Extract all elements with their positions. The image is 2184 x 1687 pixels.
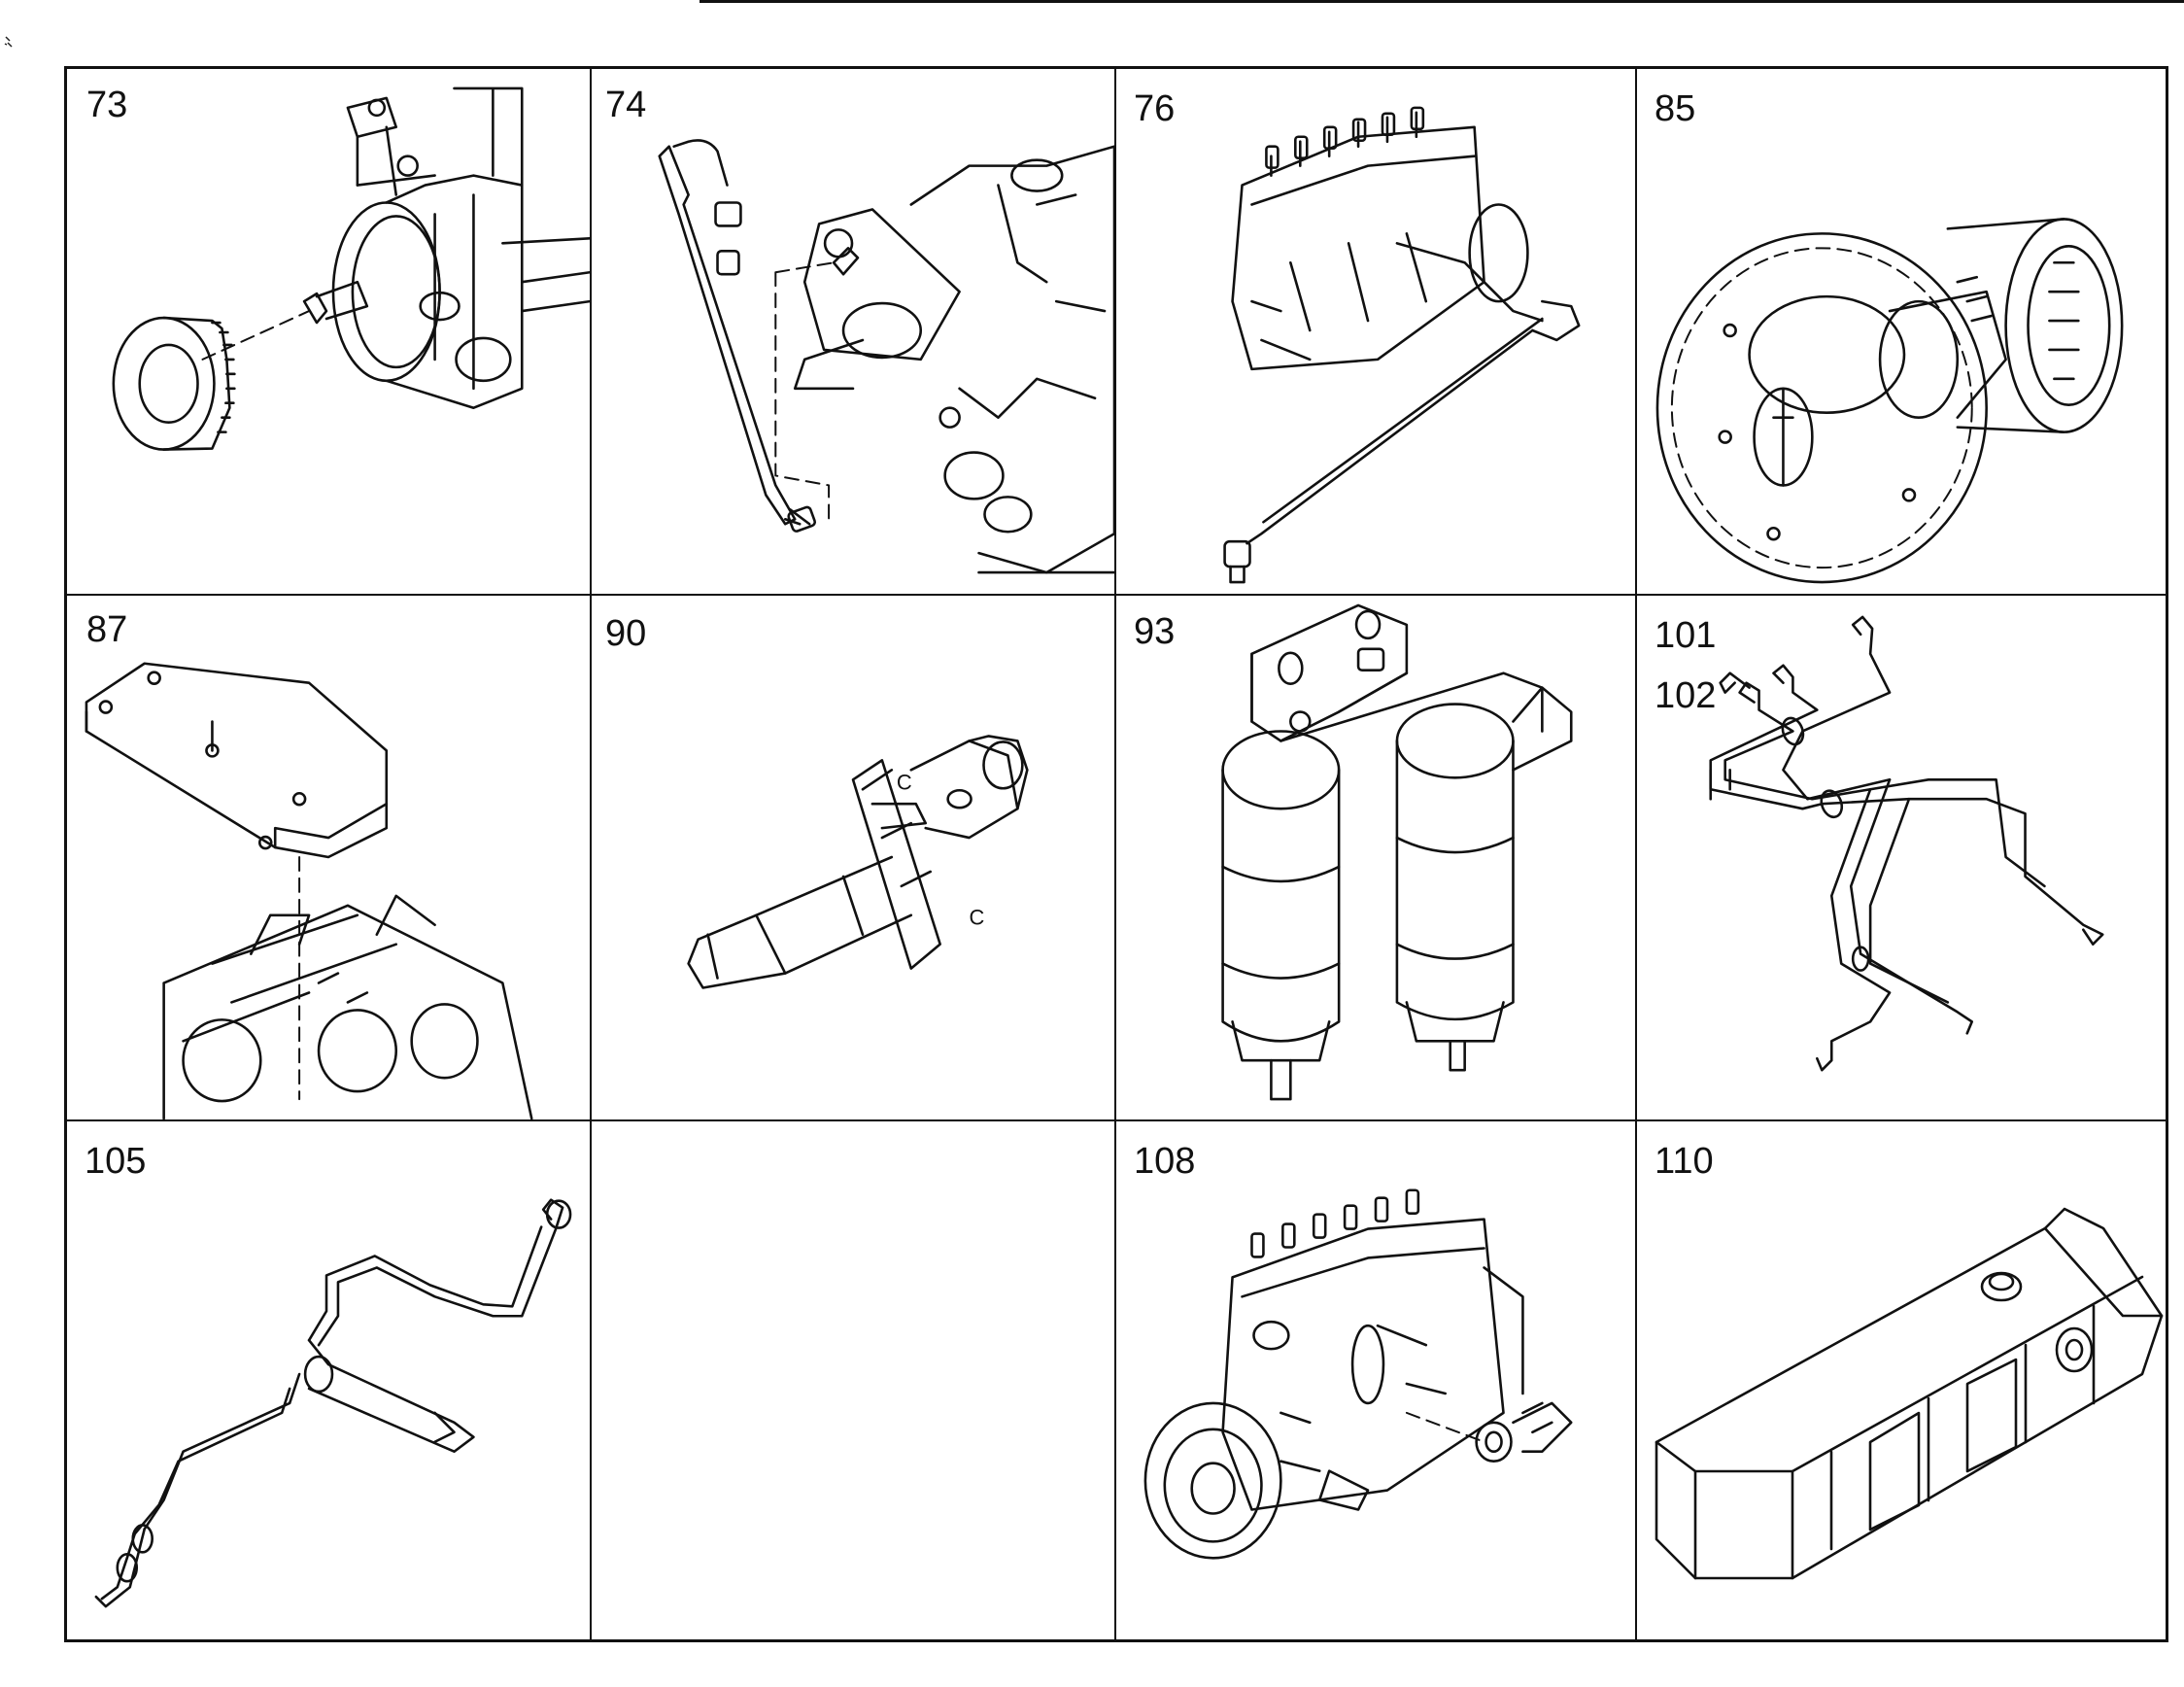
leak-off-pipe-icon [94,1198,572,1608]
part-cell-empty [592,1121,1116,1639]
part-cell-101-102[interactable]: 101 102 [1637,596,2166,1121]
part-number: 101 [1655,615,1717,656]
rocker-cover-icon [1655,1207,2164,1580]
part-cell-110[interactable]: 110 [1637,1121,2166,1639]
top-border-rule [700,0,2184,3]
part-cell-76[interactable]: 76 [1116,69,1637,596]
injector-nozzle-icon: C C [687,735,1029,989]
timer-gear-assembly-icon [1655,218,2124,584]
part-number: 110 [1655,1141,1714,1182]
part-number: 90 [605,613,647,654]
scan-speck-icon [4,36,13,48]
part-cell-85[interactable]: 85 [1637,69,2166,596]
svg-text:C: C [970,906,985,930]
part-cell-73[interactable]: 73 [67,69,592,596]
part-number: 73 [86,85,128,125]
part-number: 105 [85,1141,147,1182]
injection-pipe-set-icon [1709,615,2104,1072]
dual-fuel-filter-icon [1221,603,1573,1101]
part-cell-87[interactable]: 87 [67,596,592,1121]
parts-grid: 73 74 [64,66,2168,1642]
part-cell-105[interactable]: 105 [67,1121,592,1639]
part-number-secondary: 102 [1655,675,1717,716]
part-number: 93 [1134,611,1176,652]
part-number: 87 [86,609,128,650]
cover-plate-icon [85,662,533,1119]
pump-oil-pipe-icon [658,139,1114,574]
part-cell-74[interactable]: 74 [592,69,1116,596]
part-cell-108[interactable]: 108 [1116,1121,1637,1639]
injection-pump-gear-icon [112,86,590,451]
pump-return-pipe-icon [1223,106,1581,584]
part-number: 85 [1655,88,1696,129]
part-number: 74 [605,85,647,125]
part-number: 108 [1134,1141,1196,1182]
part-cell-90[interactable]: 90 C C [592,596,1116,1121]
part-cell-93[interactable]: 93 [1116,596,1637,1121]
svg-text:C: C [897,770,912,794]
injection-pump-assembly-icon [1143,1188,1573,1560]
part-number: 76 [1134,88,1176,129]
